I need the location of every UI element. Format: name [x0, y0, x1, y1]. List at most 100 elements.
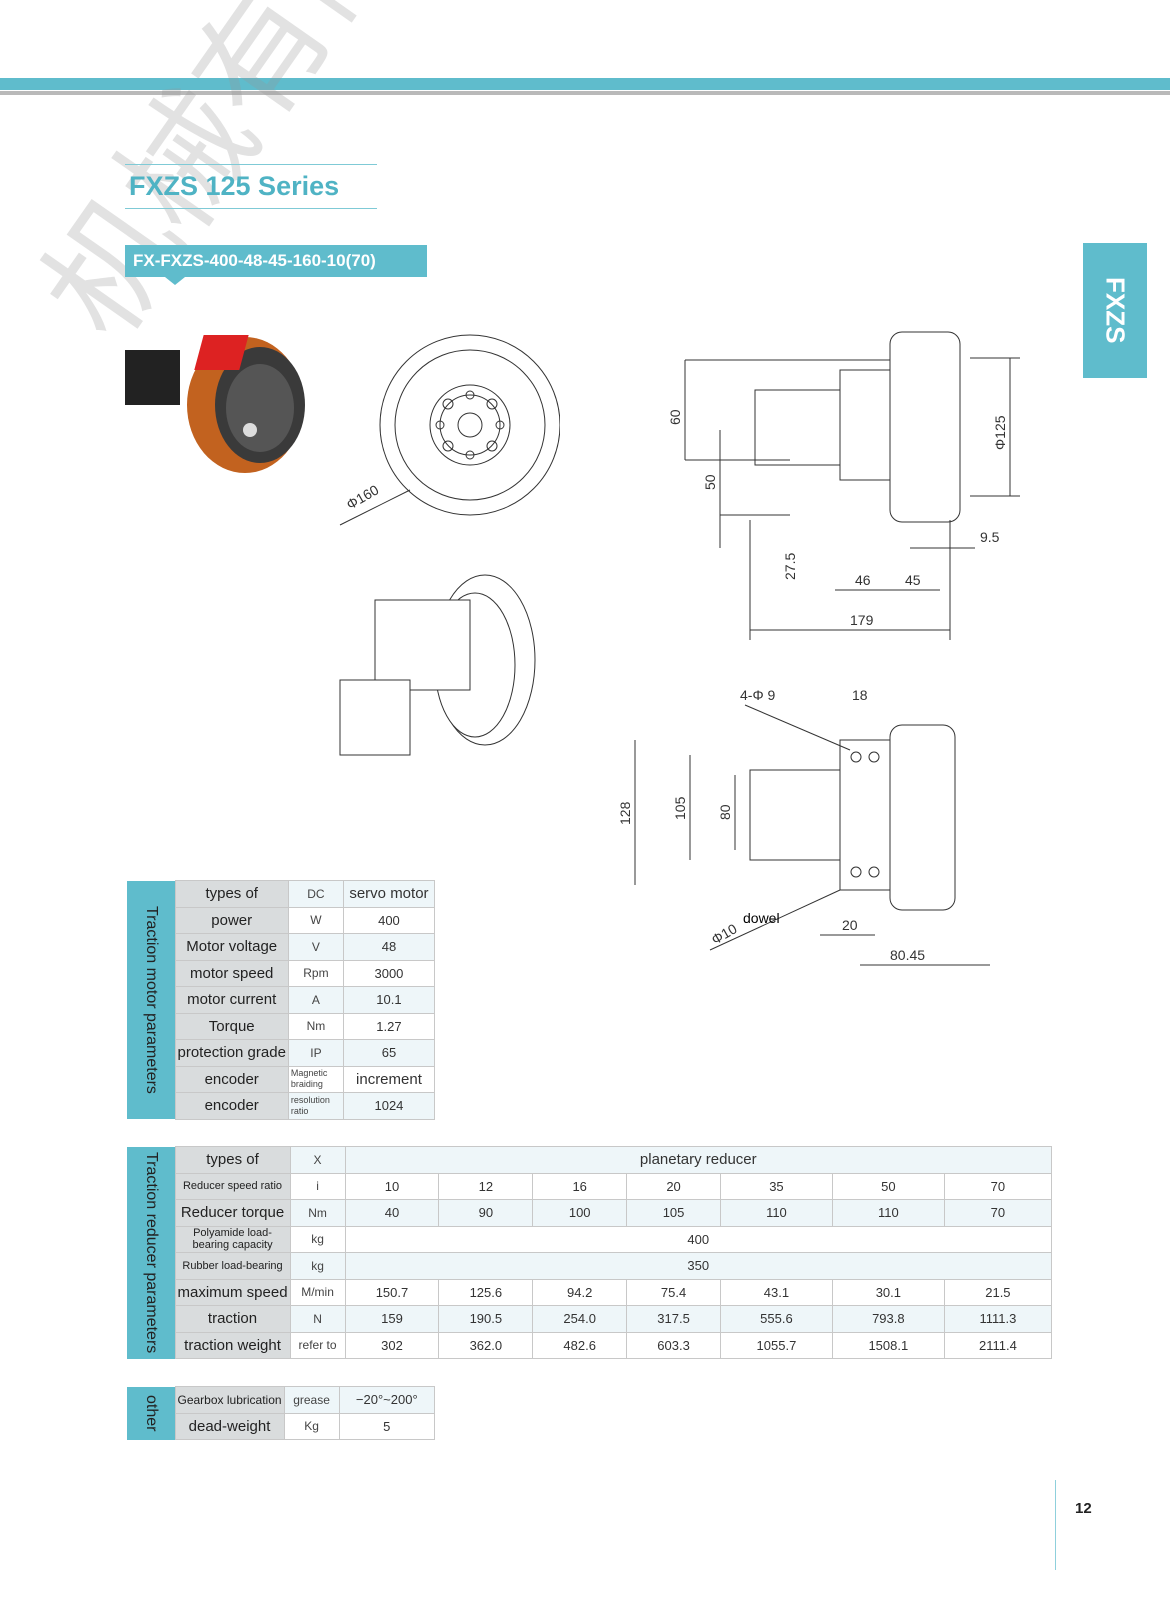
- param-value: 400: [342, 906, 436, 934]
- isometric-drawing: [339, 574, 536, 756]
- param-name: Motor voltage: [174, 933, 289, 961]
- dim-18: 18: [852, 687, 868, 703]
- param-name: traction: [174, 1305, 291, 1333]
- param-name: types of: [174, 1146, 291, 1174]
- param-value: 1111.3: [943, 1305, 1053, 1333]
- param-unit: refer to: [289, 1331, 346, 1359]
- dim-holes: 4-Φ 9: [740, 687, 776, 703]
- param-value: 70: [943, 1199, 1053, 1227]
- param-value: 105: [626, 1199, 721, 1227]
- param-value: 159: [344, 1305, 440, 1333]
- param-unit: resolution ratio: [287, 1092, 344, 1120]
- model-label: FX-FXZS-400-48-45-160-10(70): [125, 245, 427, 285]
- side-view-drawing: 60 50 27.5 Φ125 46 45 9.5 179: [667, 331, 1020, 640]
- param-name: encoder: [174, 1065, 289, 1093]
- param-value: 150.7: [344, 1278, 440, 1306]
- dim-45: 45: [905, 572, 921, 588]
- param-name: Reducer torque: [174, 1199, 291, 1227]
- dim-9-5: 9.5: [980, 529, 1000, 545]
- front-view-drawing: Φ160: [339, 334, 560, 526]
- param-value: planetary reducer: [344, 1146, 1053, 1174]
- param-unit: DC: [287, 880, 344, 908]
- dim-128: 128: [617, 801, 633, 825]
- page-number-rule: [1055, 1480, 1056, 1570]
- param-value: 40: [344, 1199, 440, 1227]
- param-value: 35: [719, 1172, 833, 1200]
- dim-46: 46: [855, 572, 871, 588]
- param-value: 302: [344, 1331, 440, 1359]
- param-unit: kg: [289, 1252, 346, 1280]
- param-unit: Rpm: [287, 959, 344, 987]
- top-view-drawing: 4-Φ 9 18 128 105 80 Φ10 dowel 20 80.45: [617, 687, 990, 966]
- dim-diameter-125: Φ125: [992, 415, 1008, 450]
- param-unit: i: [289, 1172, 346, 1200]
- param-value: 65: [342, 1039, 436, 1067]
- param-value: 70: [943, 1172, 1053, 1200]
- param-unit: W: [287, 906, 344, 934]
- param-value: 603.3: [626, 1331, 721, 1359]
- param-value: 10.1: [342, 986, 436, 1014]
- series-title: FXZS 125 Series: [125, 164, 377, 209]
- param-unit: N: [289, 1305, 346, 1333]
- param-name: Polyamide load-bearing capacity: [174, 1225, 291, 1253]
- param-value: 10: [344, 1172, 440, 1200]
- param-name: power: [174, 906, 289, 934]
- table-section-label: Traction reducer parameters: [127, 1146, 175, 1359]
- param-value: 2111.4: [943, 1331, 1053, 1359]
- param-unit: M/min: [289, 1278, 346, 1306]
- param-name: motor speed: [174, 959, 289, 987]
- param-value: 20: [626, 1172, 721, 1200]
- dim-80-45: 80.45: [890, 947, 925, 963]
- dim-50: 50: [702, 474, 718, 490]
- dim-20: 20: [842, 917, 858, 933]
- param-unit: Kg: [283, 1412, 340, 1440]
- table-section-label: Traction motor parameters: [127, 880, 175, 1119]
- dim-105: 105: [672, 796, 688, 820]
- param-value: 482.6: [532, 1331, 628, 1359]
- dim-60: 60: [667, 409, 683, 425]
- param-unit: X: [289, 1146, 346, 1174]
- param-name: Gearbox lubrication: [174, 1386, 285, 1414]
- param-name: maximum speed: [174, 1278, 291, 1306]
- param-name: Rubber load-bearing: [174, 1252, 291, 1280]
- side-tab: FXZS: [1083, 243, 1147, 378]
- param-value: 400: [344, 1225, 1053, 1253]
- param-value: 43.1: [719, 1278, 833, 1306]
- param-unit: kg: [289, 1225, 346, 1253]
- dim-179: 179: [850, 612, 874, 628]
- side-tab-label: FXZS: [1100, 277, 1131, 344]
- param-name: protection grade: [174, 1039, 289, 1067]
- param-value: −20°~200°: [338, 1386, 436, 1414]
- param-name: dead-weight: [174, 1412, 285, 1440]
- param-name: types of: [174, 880, 289, 908]
- param-value: 12: [438, 1172, 534, 1200]
- param-value: 3000: [342, 959, 436, 987]
- param-value: 16: [532, 1172, 628, 1200]
- param-name: encoder: [174, 1092, 289, 1120]
- param-value: 1024: [342, 1092, 436, 1120]
- param-name: Torque: [174, 1012, 289, 1040]
- param-value: 90: [438, 1199, 534, 1227]
- param-value: 100: [532, 1199, 628, 1227]
- param-value: 350: [344, 1252, 1053, 1280]
- param-value: 110: [719, 1199, 833, 1227]
- param-value: 75.4: [626, 1278, 721, 1306]
- dim-80: 80: [717, 804, 733, 820]
